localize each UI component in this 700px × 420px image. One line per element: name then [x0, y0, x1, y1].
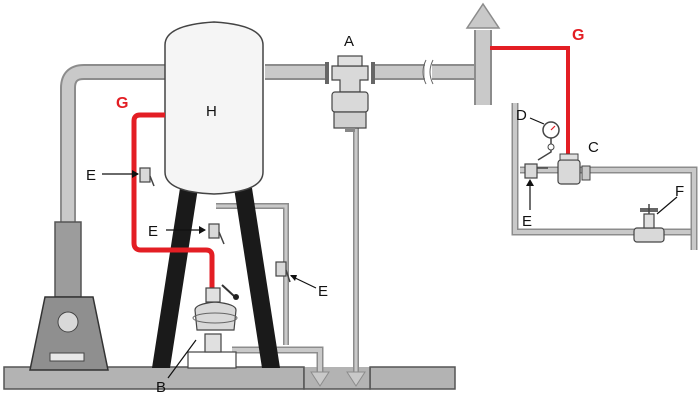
equalizing-line-left — [131, 112, 215, 300]
label-E-right: E — [318, 283, 328, 300]
label-D: D — [516, 107, 527, 124]
label-E-tank: E — [86, 167, 96, 184]
valve-E-tank — [139, 167, 155, 187]
trap-A — [325, 55, 375, 132]
steam-line-right — [520, 166, 698, 250]
label-B: B — [156, 379, 166, 396]
pump-trap-B — [187, 284, 239, 369]
tank-leg-left — [152, 188, 198, 368]
leader-F — [656, 196, 678, 215]
valve-E-middle — [208, 223, 225, 245]
trap-C — [557, 153, 591, 185]
pedestal-opening — [57, 311, 79, 333]
pressure-gauge-D — [537, 121, 560, 161]
label-A: A — [344, 33, 354, 50]
label-E-bottom: E — [522, 213, 532, 230]
leader-D — [529, 117, 545, 125]
label-G-left: G — [116, 95, 128, 112]
label-H: H — [206, 103, 217, 120]
label-F: F — [675, 183, 684, 200]
floor-slab-right — [369, 366, 456, 390]
pedestal-base — [29, 296, 109, 371]
pipe-break — [422, 59, 434, 85]
valve-F — [633, 204, 665, 243]
vent-arrow-up — [465, 2, 501, 29]
valve-E-right — [524, 163, 548, 179]
label-G-right: G — [572, 27, 584, 44]
equalizing-line-right — [490, 46, 570, 160]
drain-arrow-A — [346, 371, 366, 387]
receiver-tank — [164, 21, 264, 195]
drain-arrow-pump — [310, 371, 330, 387]
pedestal-stack — [54, 221, 82, 298]
leader-B — [167, 339, 197, 379]
valve-E-right-leg — [275, 261, 291, 283]
tank-leg-right — [234, 188, 280, 368]
label-E-middle: E — [148, 223, 158, 240]
label-C: C — [588, 139, 599, 156]
